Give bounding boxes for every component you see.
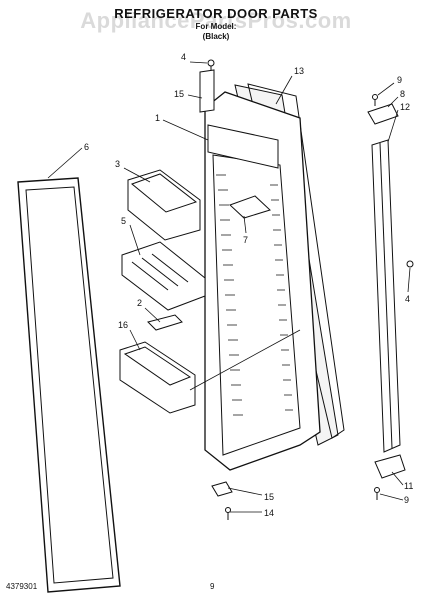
callout-4: 4	[181, 52, 186, 62]
hinge-icon	[367, 103, 399, 125]
callout-9-bottom: 9	[404, 495, 409, 505]
callout-15: 15	[174, 89, 184, 99]
can-rack-icon	[121, 241, 206, 311]
door-gasket-icon	[17, 177, 121, 593]
door-liner-icon	[204, 91, 321, 471]
dairy-door-icon	[229, 195, 271, 219]
hinge-icon	[374, 454, 406, 479]
callout-4-right: 4	[405, 294, 410, 304]
document-number: 4379301	[6, 582, 38, 591]
callout-7: 6	[84, 142, 89, 152]
color-line: (Black)	[202, 32, 230, 41]
callout-12: 13	[294, 66, 304, 76]
door-bin-icon	[127, 169, 201, 241]
diagram-title: REFRIGERATOR DOOR PARTS	[114, 6, 318, 21]
bin-clip-icon	[147, 314, 183, 331]
callout-2: 2	[137, 298, 142, 308]
callout-8: 8	[400, 89, 405, 99]
callout-13: 14	[264, 508, 274, 518]
model-line: For Model:	[195, 22, 237, 31]
page-number: 9	[210, 582, 215, 591]
handle-trim-icon	[371, 139, 401, 453]
screw-icon	[225, 507, 231, 520]
hinge-icon	[211, 481, 233, 497]
screw-icon	[406, 260, 414, 268]
callout-6: 7	[243, 235, 248, 245]
callout-3: 3	[115, 159, 120, 169]
screw-icon	[372, 94, 378, 106]
callout-11: 12	[400, 102, 410, 112]
door-bin-icon	[119, 341, 196, 414]
callout-16: 16	[118, 320, 128, 330]
trim-strip-icon	[199, 69, 215, 113]
screw-icon	[374, 487, 380, 500]
callout-1: 1	[155, 113, 160, 123]
watermark: AppliancePartsPros.com	[80, 8, 352, 33]
callout-5: 5	[121, 216, 126, 226]
callout-9-top: 9	[397, 75, 402, 85]
callout-10: 11	[404, 481, 413, 491]
callout-14: 15	[264, 492, 274, 502]
